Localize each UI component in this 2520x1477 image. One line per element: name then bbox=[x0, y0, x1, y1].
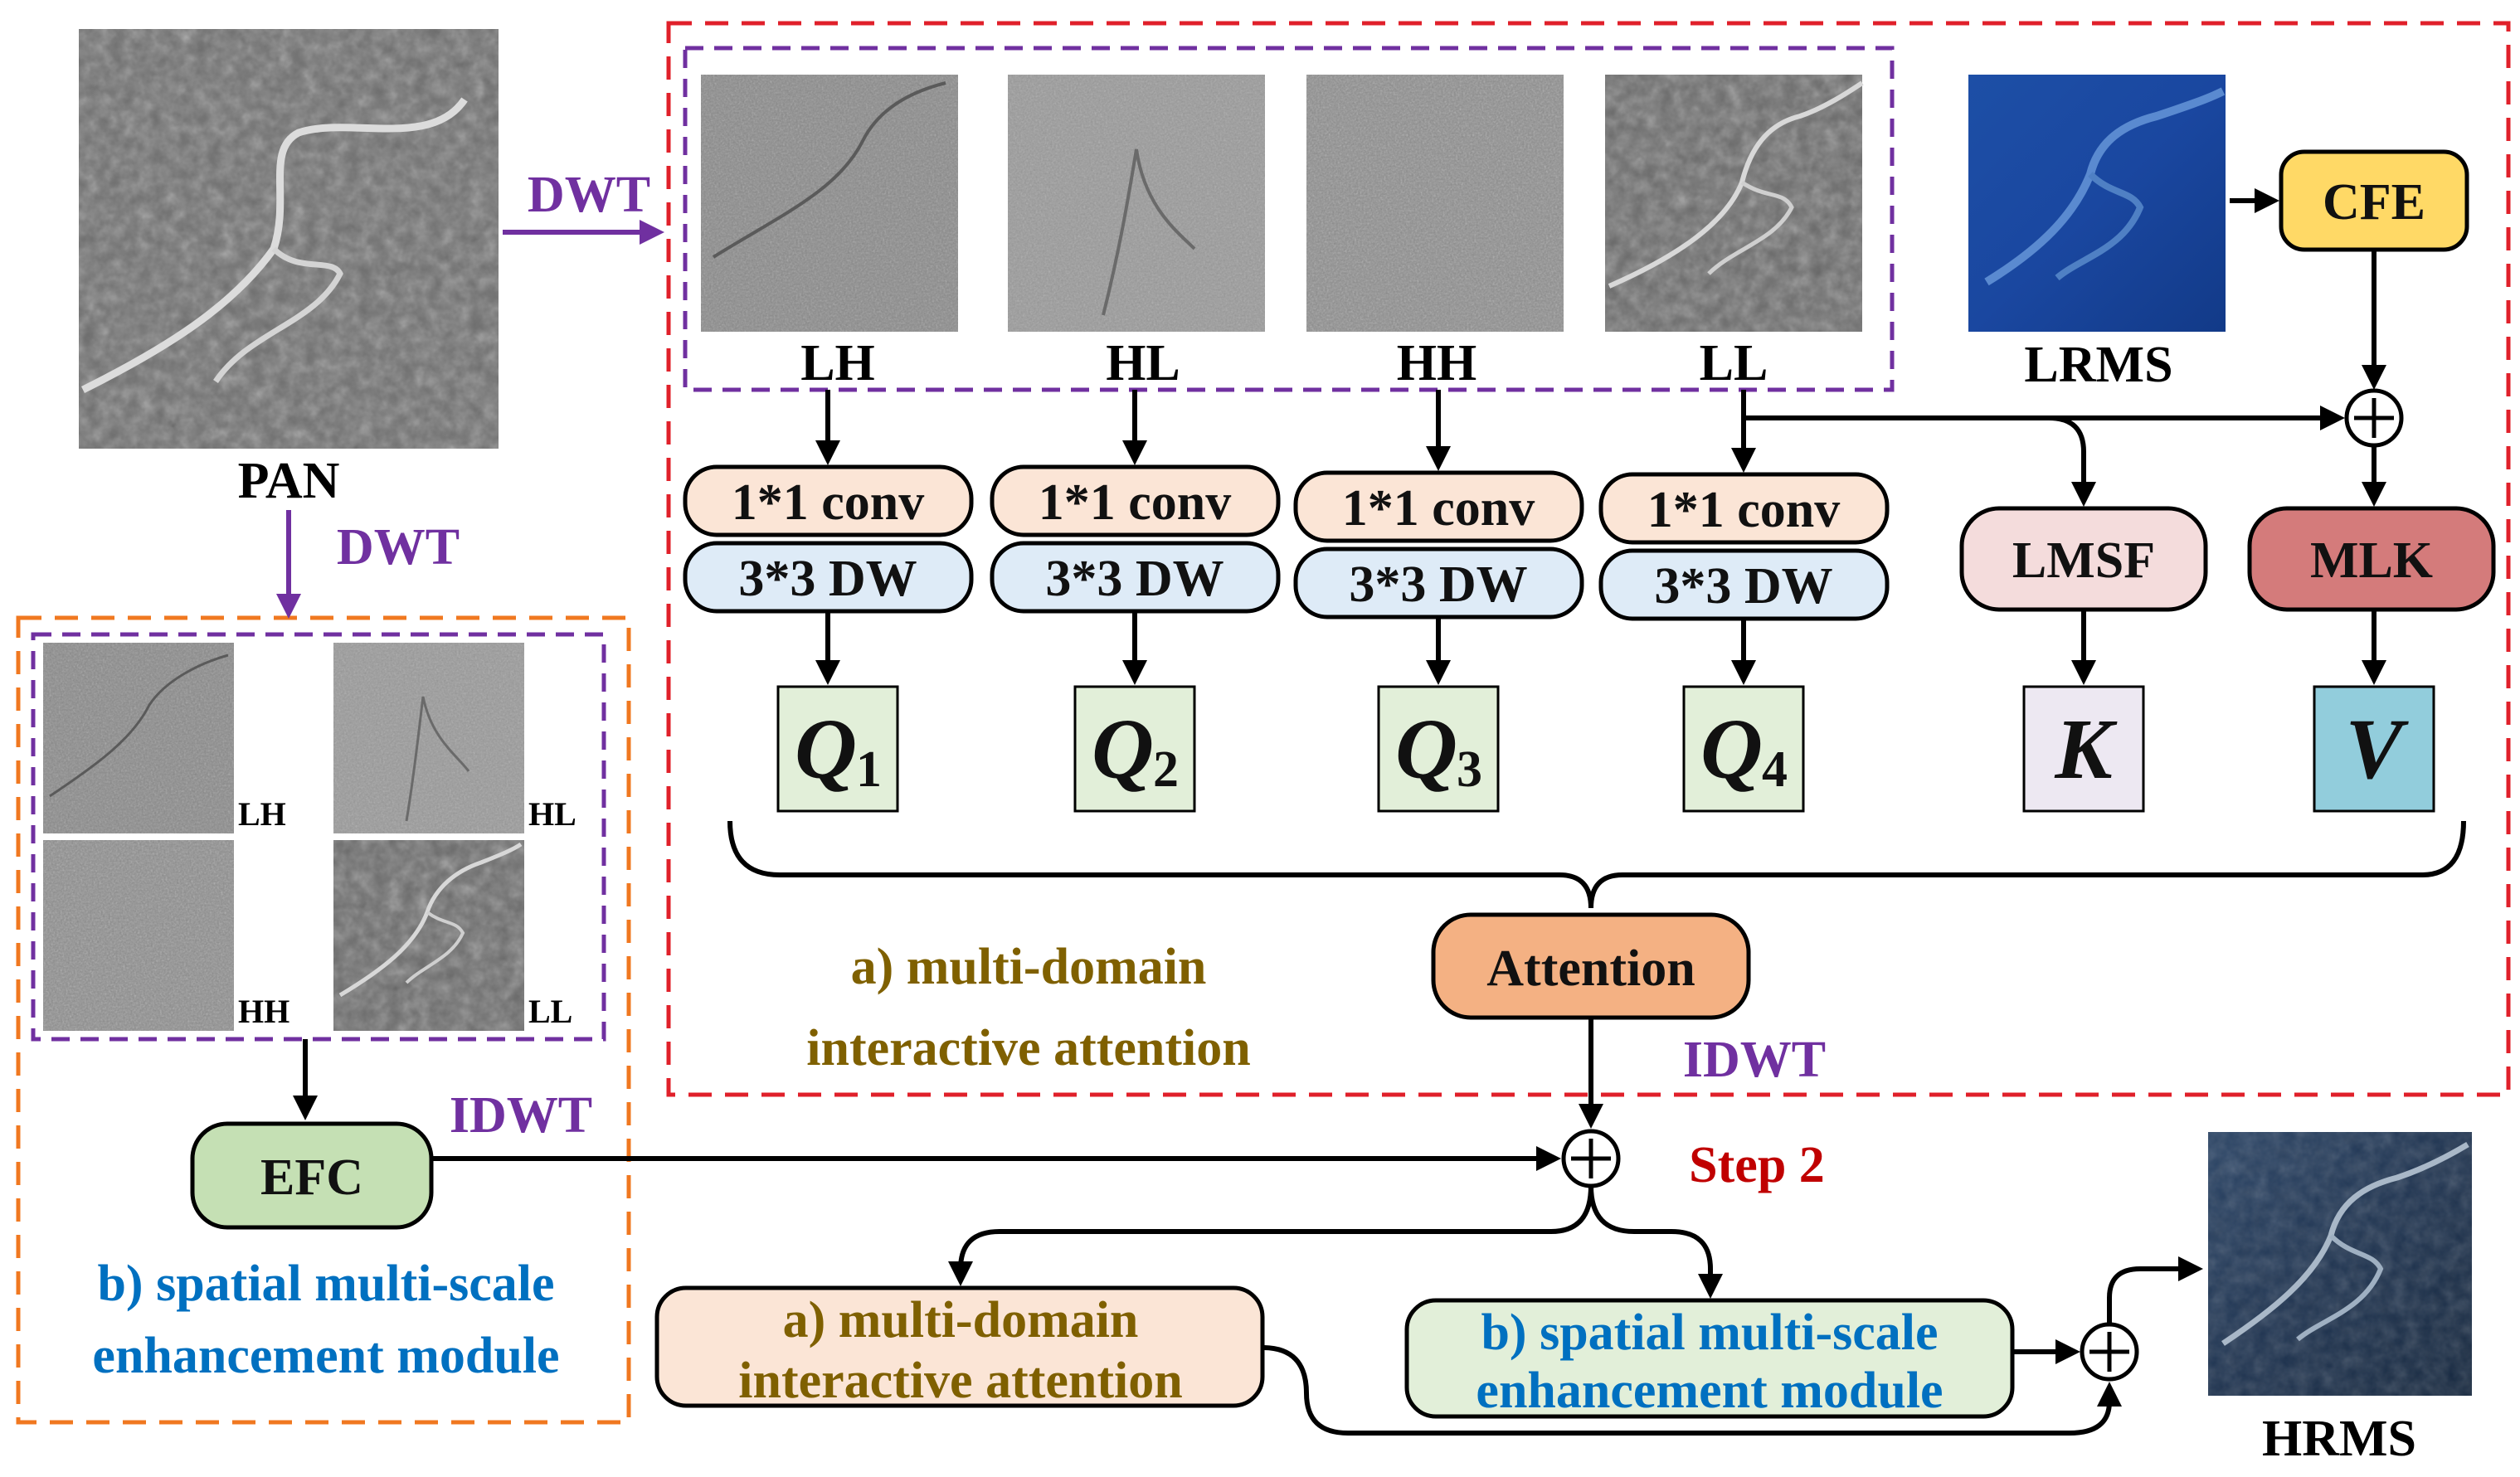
conv-stack-1 bbox=[683, 464, 974, 614]
hrms-image bbox=[2208, 1132, 2472, 1396]
query-sub-3: 3 bbox=[1457, 741, 1482, 798]
cfe-label: CFE bbox=[2323, 174, 2425, 231]
query-box-3 bbox=[1377, 685, 1500, 813]
subband-lh-image bbox=[701, 75, 958, 332]
conv-label-3: 1*1 conv bbox=[1342, 480, 1535, 537]
sum-to-bottom-b-arrow bbox=[1588, 1185, 1723, 1299]
dwt-left-label: DWT bbox=[337, 519, 460, 576]
left-lh-label: LH bbox=[238, 795, 286, 833]
idwt-efc-label: IDWT bbox=[450, 1087, 592, 1144]
left-hl-image bbox=[333, 643, 524, 833]
step2-label: Step 2 bbox=[1689, 1137, 1825, 1193]
subband-label-hl: HL bbox=[1106, 335, 1180, 391]
attention-label: Attention bbox=[1486, 940, 1695, 997]
module-a-caption-line2: interactive attention bbox=[806, 1020, 1250, 1076]
conv-label-2: 1*1 conv bbox=[1039, 474, 1232, 531]
dwt-top-label: DWT bbox=[528, 167, 650, 223]
left-ll-image bbox=[333, 840, 524, 1031]
dw-label-2: 3*3 DW bbox=[1045, 551, 1224, 607]
left-hh-image bbox=[43, 840, 234, 1031]
left-lh-image bbox=[43, 643, 234, 833]
mlk-label: MLK bbox=[2310, 532, 2433, 589]
key-label: K bbox=[2054, 702, 2118, 797]
left-hl-label: HL bbox=[528, 795, 576, 833]
subband-label-lh: LH bbox=[800, 335, 875, 391]
conv-label-1: 1*1 conv bbox=[732, 474, 925, 531]
qkv-brace bbox=[727, 820, 2466, 909]
bottom-b-box bbox=[1404, 1298, 2015, 1419]
efc-label: EFC bbox=[260, 1149, 363, 1206]
idwt-attention-label: IDWT bbox=[1683, 1032, 1826, 1088]
query-label-1: Q bbox=[795, 702, 857, 797]
pan-label: PAN bbox=[238, 453, 340, 509]
pan-image bbox=[79, 29, 499, 449]
bottom-a-skip-arrow bbox=[1262, 1345, 2122, 1436]
lmsf-label: LMSF bbox=[2012, 532, 2155, 589]
subband-hh-image bbox=[1306, 75, 1564, 332]
conv-stack-4 bbox=[1598, 472, 1890, 621]
bottom-a-line1: a) multi-domain bbox=[783, 1292, 1139, 1348]
conv-stack-3 bbox=[1293, 470, 1584, 619]
query-sub-4: 4 bbox=[1762, 741, 1788, 798]
subband-region-top bbox=[683, 46, 1895, 392]
module-b-caption-line2: enhancement module bbox=[92, 1328, 559, 1384]
query-label-3: Q bbox=[1395, 702, 1457, 797]
efc-box bbox=[190, 1121, 434, 1230]
dw-label-1: 3*3 DW bbox=[738, 551, 917, 607]
bottom-b-line1: b) spatial multi-scale bbox=[1481, 1305, 1938, 1361]
value-label: V bbox=[2345, 702, 2409, 797]
subband-label-hh: HH bbox=[1397, 335, 1476, 391]
conv-stack-2 bbox=[990, 464, 1281, 614]
bottom-b-line2: enhancement module bbox=[1476, 1363, 1943, 1419]
query-box-4 bbox=[1682, 685, 1805, 813]
enhancement-region bbox=[16, 615, 631, 1425]
value-box bbox=[2313, 685, 2435, 813]
module-a-caption-line1: a) multi-domain bbox=[851, 939, 1207, 995]
lrms-image bbox=[1968, 75, 2226, 332]
subband-ll-image bbox=[1605, 75, 1864, 332]
sum-to-bottom-a-arrow bbox=[948, 1185, 1593, 1286]
ll-to-lmsf-arrow bbox=[2048, 415, 2096, 507]
lrms-label: LRMS bbox=[2024, 337, 2172, 393]
query-sub-2: 2 bbox=[1153, 741, 1179, 798]
query-label-2: Q bbox=[1092, 702, 1154, 797]
dw-label-4: 3*3 DW bbox=[1654, 558, 1832, 615]
sum-to-hrms-arrow bbox=[2107, 1256, 2203, 1324]
subband-region-left bbox=[31, 632, 606, 1042]
query-box-2 bbox=[1073, 685, 1196, 813]
left-ll-label: LL bbox=[528, 993, 572, 1030]
dw-label-3: 3*3 DW bbox=[1349, 556, 1527, 613]
hrms-label: HRMS bbox=[2262, 1411, 2416, 1467]
query-sub-1: 1 bbox=[856, 741, 882, 798]
attention-region bbox=[666, 21, 2511, 1097]
subband-hl-image bbox=[1008, 75, 1265, 332]
bottom-a-line2: interactive attention bbox=[738, 1353, 1182, 1409]
left-hh-label: HH bbox=[238, 993, 289, 1030]
subband-label-ll: LL bbox=[1700, 335, 1768, 391]
query-label-4: Q bbox=[1700, 702, 1763, 797]
query-box-1 bbox=[776, 685, 899, 813]
key-box bbox=[2022, 685, 2145, 813]
module-b-caption-line1: b) spatial multi-scale bbox=[97, 1256, 554, 1312]
conv-label-4: 1*1 conv bbox=[1647, 482, 1841, 538]
